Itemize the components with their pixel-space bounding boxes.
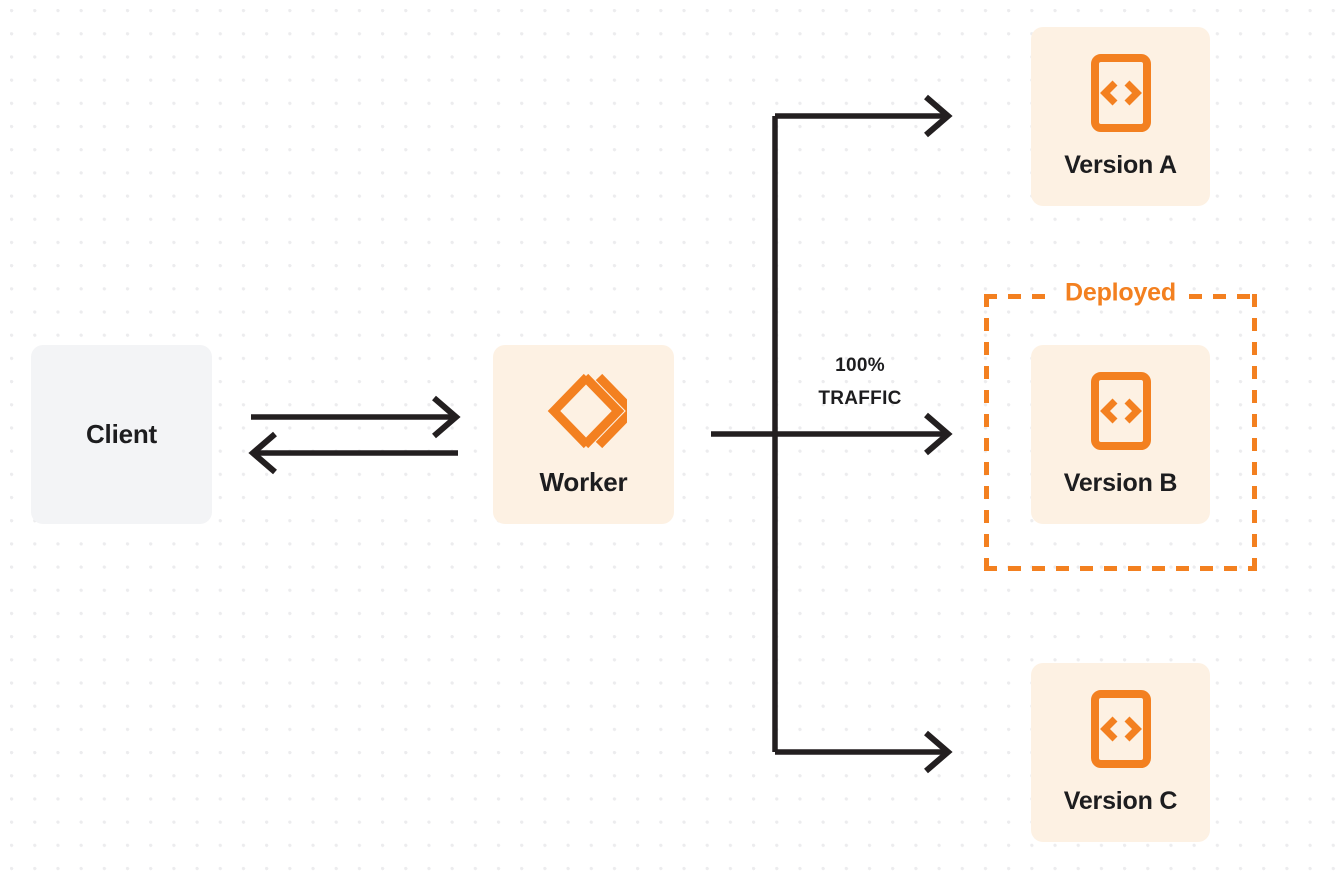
arrow-worker-to-client	[248, 431, 458, 475]
node-version-b[interactable]: Version B	[1031, 345, 1210, 524]
node-version-c[interactable]: Version C	[1031, 663, 1210, 842]
traffic-label: 100% TRAFFIC	[786, 349, 934, 416]
arrow-worker-to-version-b	[711, 412, 953, 456]
code-file-icon	[1090, 371, 1152, 451]
code-file-icon	[1090, 53, 1152, 133]
node-worker[interactable]: Worker	[493, 345, 674, 524]
node-version-a[interactable]: Version A	[1031, 27, 1210, 206]
deployed-border-top-left	[984, 294, 1052, 299]
deployed-border-top-right	[1189, 294, 1257, 299]
code-file-icon	[1090, 689, 1152, 769]
arrow-trunk-to-version-c	[775, 730, 953, 774]
traffic-percent: 100%	[835, 355, 885, 376]
traffic-word: TRAFFIC	[818, 388, 902, 410]
node-client-label: Client	[85, 419, 158, 449]
node-version-a-label: Version A	[1064, 151, 1177, 179]
node-version-b-label: Version B	[1063, 469, 1178, 497]
deployed-border-right	[1252, 294, 1257, 571]
group-deployed-label: Deployed	[1056, 278, 1185, 308]
arrow-client-to-worker	[251, 395, 461, 439]
deployed-border-bottom	[984, 566, 1257, 571]
arrow-trunk-to-version-a	[775, 94, 953, 138]
node-client[interactable]: Client	[31, 345, 212, 524]
deployed-border-left	[984, 294, 989, 571]
node-worker-label: Worker	[539, 467, 628, 497]
cloudflare-workers-icon	[541, 371, 627, 451]
group-deployed: Deployed	[984, 278, 1257, 571]
node-version-c-label: Version C	[1063, 787, 1178, 815]
